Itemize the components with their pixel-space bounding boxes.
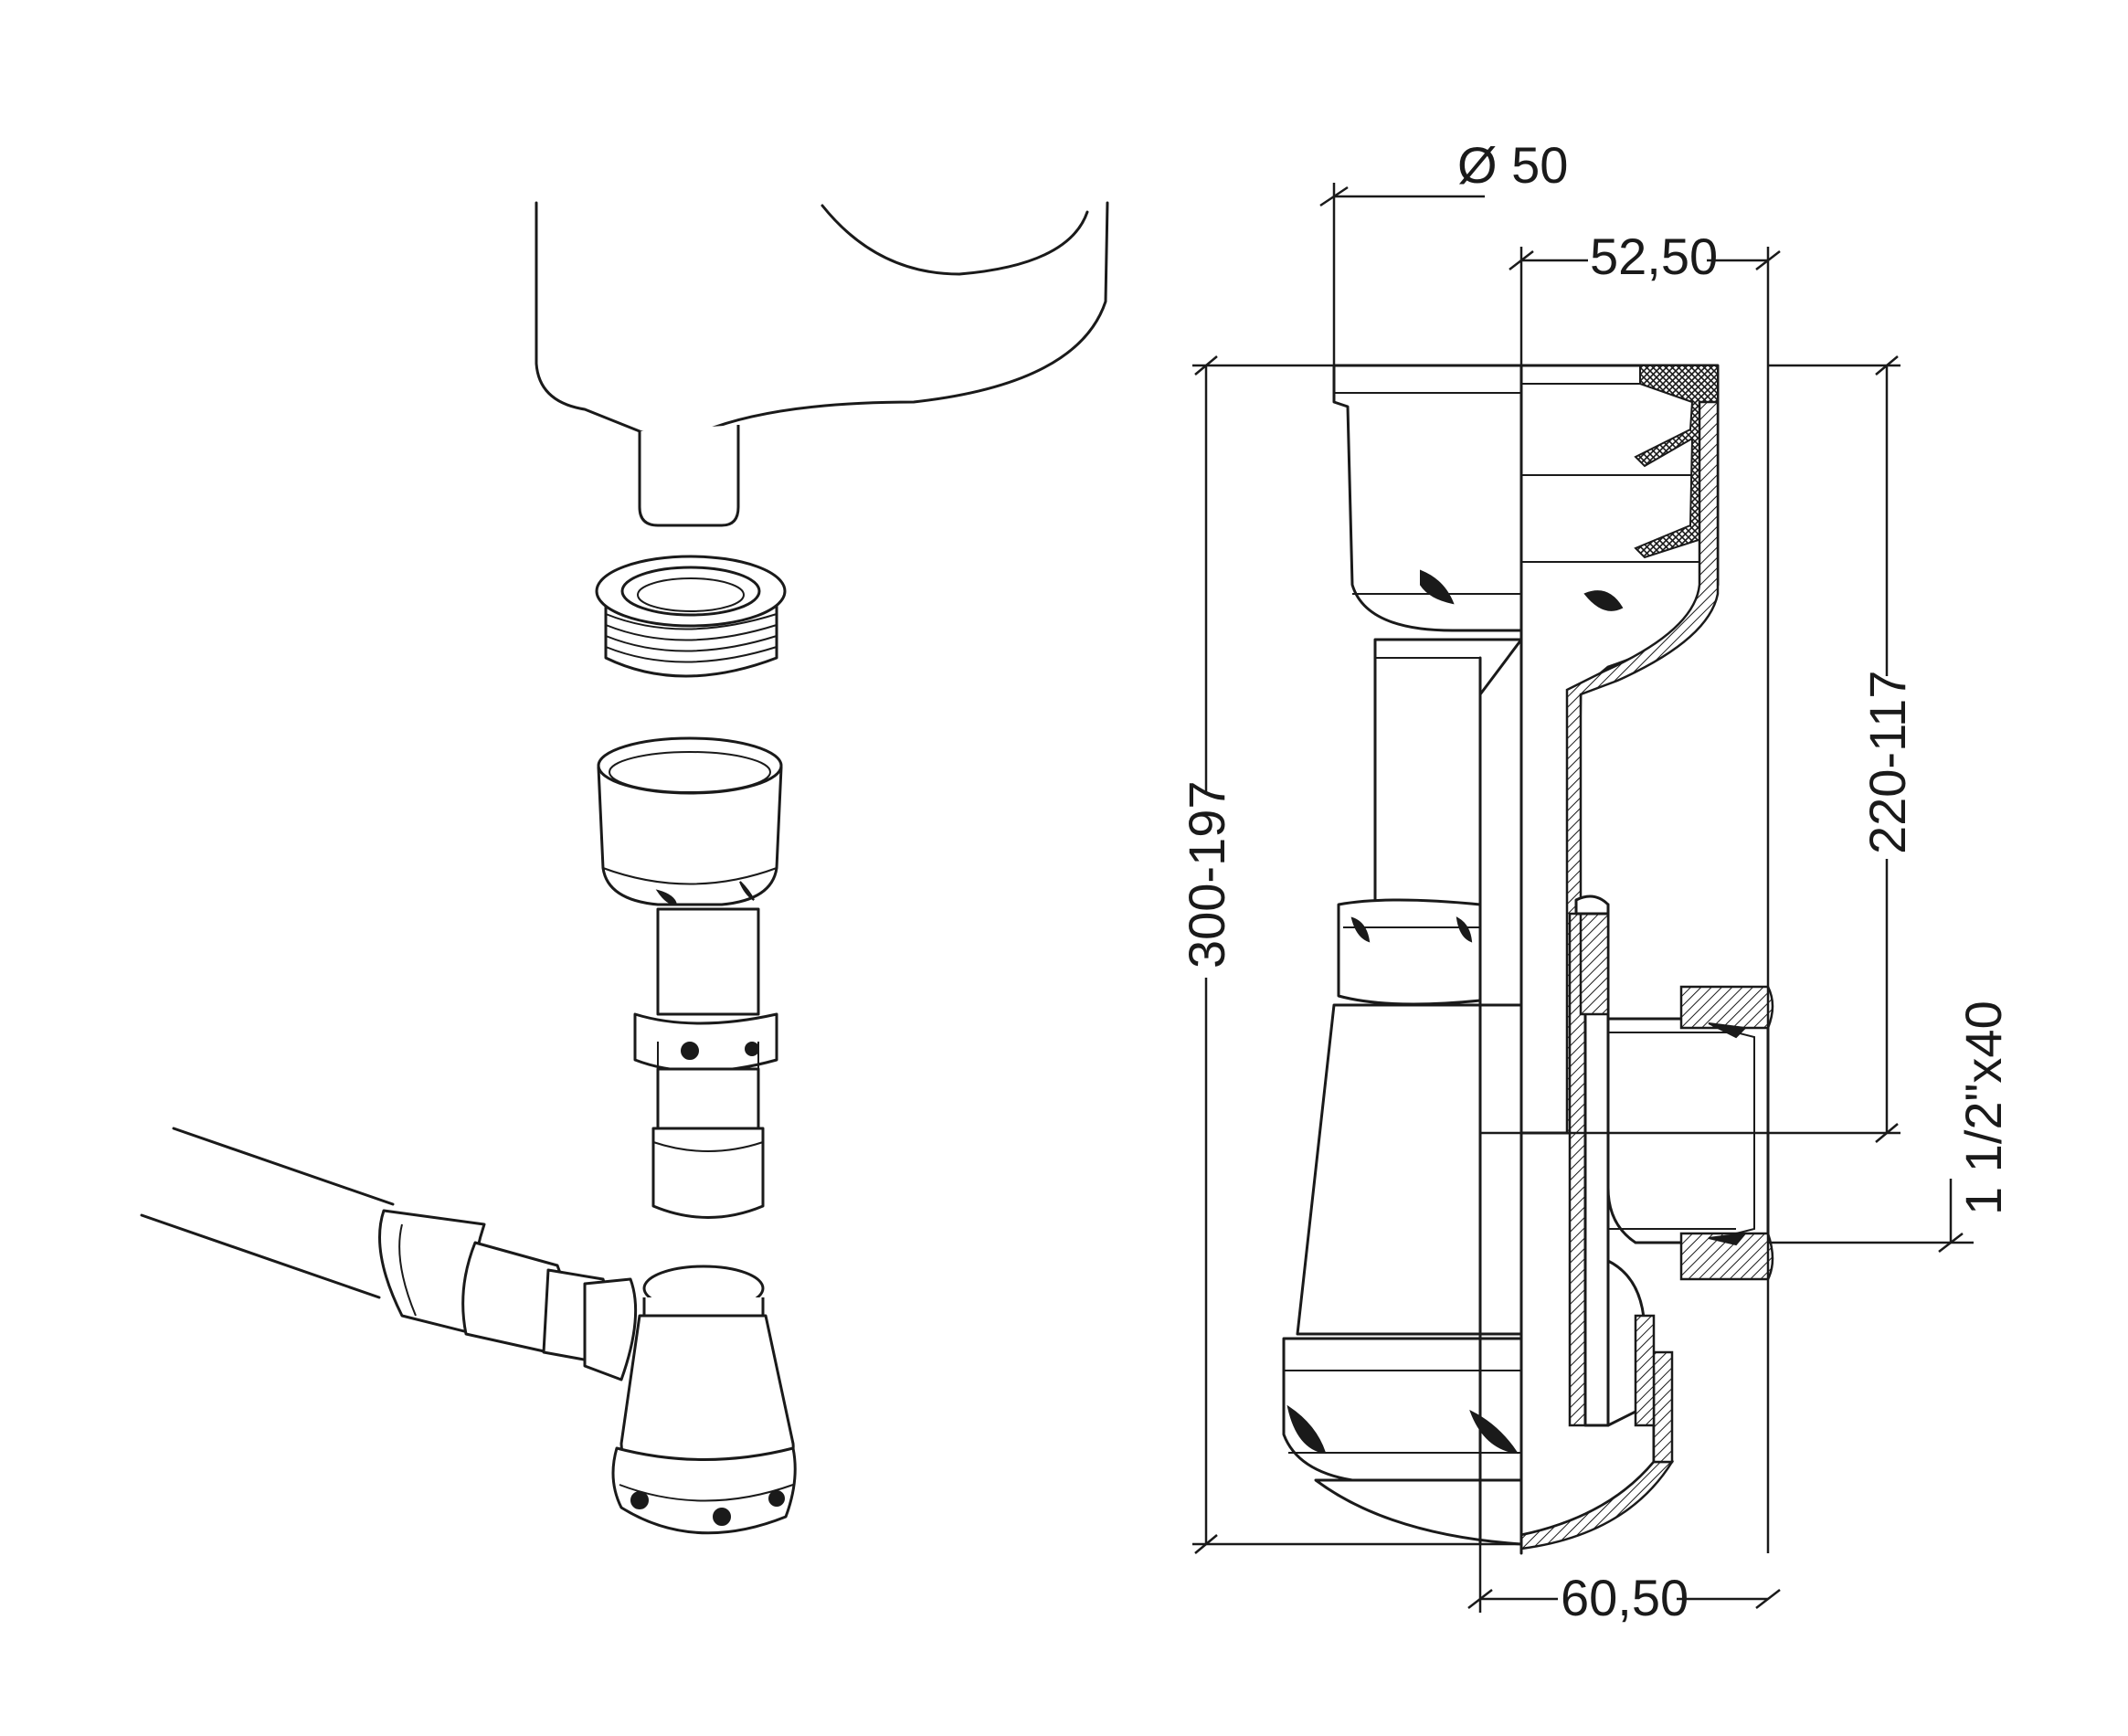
- dim-diameter: Ø 50: [1457, 136, 1568, 194]
- dim-bottom-width: 60,50: [1561, 1569, 1689, 1626]
- bottle-body: [1296, 1003, 1523, 1336]
- section-view: [1282, 364, 1774, 1555]
- dim-outlet-height: 220-117: [1858, 671, 1916, 854]
- threaded-ring: [595, 555, 787, 678]
- sink-basin: [535, 201, 1109, 527]
- bottle-trap: [611, 1265, 797, 1535]
- exploded-view: [140, 201, 1109, 1535]
- siphon-cup: [597, 736, 783, 906]
- union-nut: [1337, 898, 1482, 1006]
- connector-pipe: [633, 907, 778, 1219]
- side-outlet: [1606, 985, 1774, 1281]
- dim-total-height: 300-197: [1178, 780, 1235, 969]
- drain-hose: [140, 1127, 638, 1381]
- upper-cup: [1332, 364, 1523, 632]
- dim-top-width: 52,50: [1590, 228, 1718, 285]
- tail-pipe: [1373, 638, 1523, 906]
- dim-thread: 1 1/2"x40: [1954, 1000, 2012, 1215]
